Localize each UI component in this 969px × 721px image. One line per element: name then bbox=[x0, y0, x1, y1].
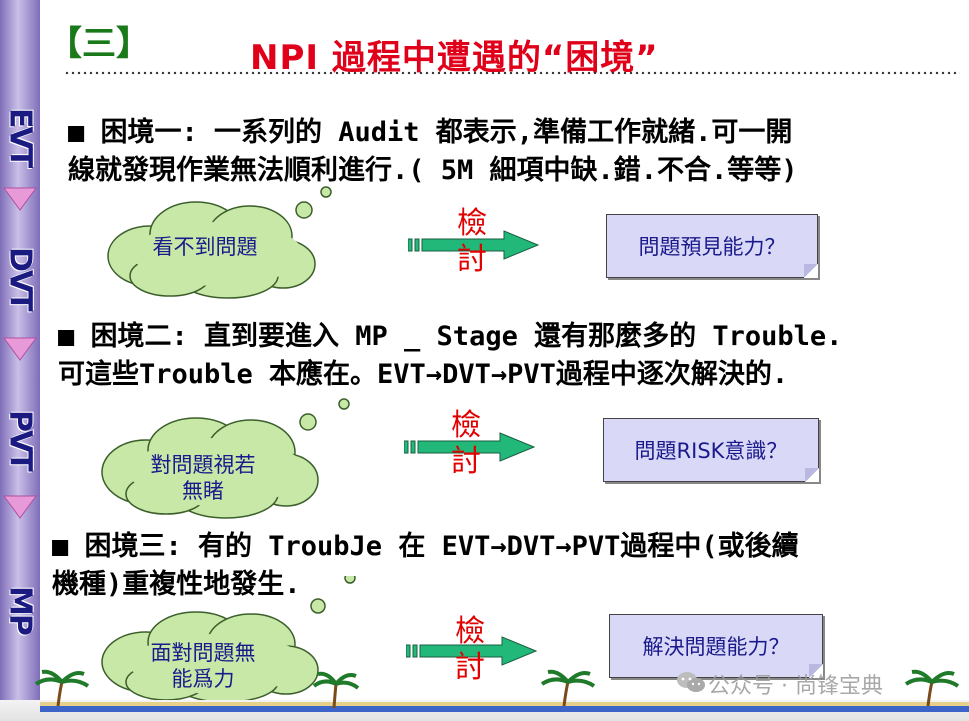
stage-dvt-label: DVT bbox=[2, 246, 38, 310]
dilemma-3-line2: 機種)重複性地發生. bbox=[52, 569, 301, 600]
dilemma-2-text: ■ 困境二: 直到要進入 MP _ Stage 還有那麼多的 Trouble. … bbox=[58, 318, 842, 394]
chevron-down-icon bbox=[3, 495, 37, 519]
cloud-3-text: 面對問題無 能爲力 bbox=[118, 640, 288, 692]
palm-tree-icon bbox=[312, 671, 360, 709]
cloud-3-line1: 面對問題無 bbox=[150, 641, 256, 665]
section-tag: 【三】 bbox=[48, 24, 150, 64]
answer-box-2: 問題RISK意識？ bbox=[603, 418, 819, 482]
watermark-text: 公众号 · 尚锋宝典 bbox=[708, 674, 883, 699]
wechat-icon bbox=[677, 672, 705, 692]
palm-tree-icon bbox=[34, 669, 90, 707]
stage-pvt: PVT bbox=[2, 390, 38, 490]
dotted-divider bbox=[64, 70, 960, 76]
stage-mp: MP bbox=[2, 560, 38, 660]
chevron-down-icon bbox=[3, 337, 37, 361]
stage-pvt-label: PVT bbox=[2, 410, 38, 470]
dilemma-3-line1: ■ 困境三: 有的 TroubJe 在 EVT→DVT→PVT過程中(或後續 bbox=[52, 531, 799, 562]
dilemma-1-line1: ■ 困境一: 一系列的 Audit 都表示,準備工作就緒.可一開 bbox=[68, 117, 793, 148]
dilemma-2-line1: ■ 困境二: 直到要進入 MP _ Stage 還有那麼多的 Trouble. bbox=[58, 321, 843, 352]
stage-evt: EVT bbox=[2, 62, 38, 212]
review-label-2: 檢 討 bbox=[451, 408, 481, 479]
cloud-3-line2: 能爲力 bbox=[171, 667, 235, 691]
review-label-3: 檢 討 bbox=[455, 614, 485, 685]
thought-cloud-1 bbox=[107, 186, 332, 299]
answer-box-3: 解決問題能力？ bbox=[609, 614, 823, 678]
answer-box-3-text: 解決問題能力？ bbox=[642, 635, 790, 659]
thought-cloud-3 bbox=[101, 576, 356, 703]
cloud-1-text: 看不到問題 bbox=[120, 234, 290, 260]
cloud-2-line2: 無睹 bbox=[182, 479, 224, 503]
dilemma-1-text: ■ 困境一: 一系列的 Audit 都表示,準備工作就緒.可一開 線就發現作業無… bbox=[68, 114, 798, 190]
review-label-1: 檢 討 bbox=[457, 206, 487, 277]
stage-mp-label: MP bbox=[2, 586, 38, 634]
footer-sand bbox=[40, 702, 969, 706]
cloud-2-text: 對問題視若 無睹 bbox=[118, 452, 288, 504]
dilemma-2-line2: 可這些Trouble 本應在。EVT→DVT→PVT過程中逐次解決的. bbox=[58, 359, 789, 390]
palm-tree-icon bbox=[540, 669, 596, 707]
answer-box-1-text: 問題預見能力？ bbox=[638, 235, 786, 259]
thought-cloud-2 bbox=[101, 398, 350, 519]
stage-sidebar: EVT DVT PVT MP bbox=[0, 0, 40, 721]
chevron-down-icon bbox=[3, 187, 37, 211]
review-arrow-3 bbox=[406, 636, 538, 666]
review-arrow-1 bbox=[408, 230, 540, 260]
stage-evt-label: EVT bbox=[2, 107, 38, 167]
dilemma-3-text: ■ 困境三: 有的 TroubJe 在 EVT→DVT→PVT過程中(或後續 機… bbox=[52, 528, 799, 604]
footer-water bbox=[40, 706, 969, 712]
answer-box-1: 問題預見能力？ bbox=[606, 214, 818, 278]
review-arrow-2 bbox=[404, 432, 536, 462]
dilemma-1-line2: 線就發現作業無法順利進行.( 5M 細項中缺.錯.不合.等等) bbox=[68, 155, 798, 186]
cloud-1-line1: 看不到問題 bbox=[152, 235, 258, 259]
cloud-2-line1: 對問題視若 bbox=[150, 453, 256, 477]
answer-box-2-text: 問題RISK意識？ bbox=[634, 439, 788, 463]
stage-dvt: DVT bbox=[2, 228, 38, 328]
palm-tree-icon bbox=[904, 669, 960, 707]
